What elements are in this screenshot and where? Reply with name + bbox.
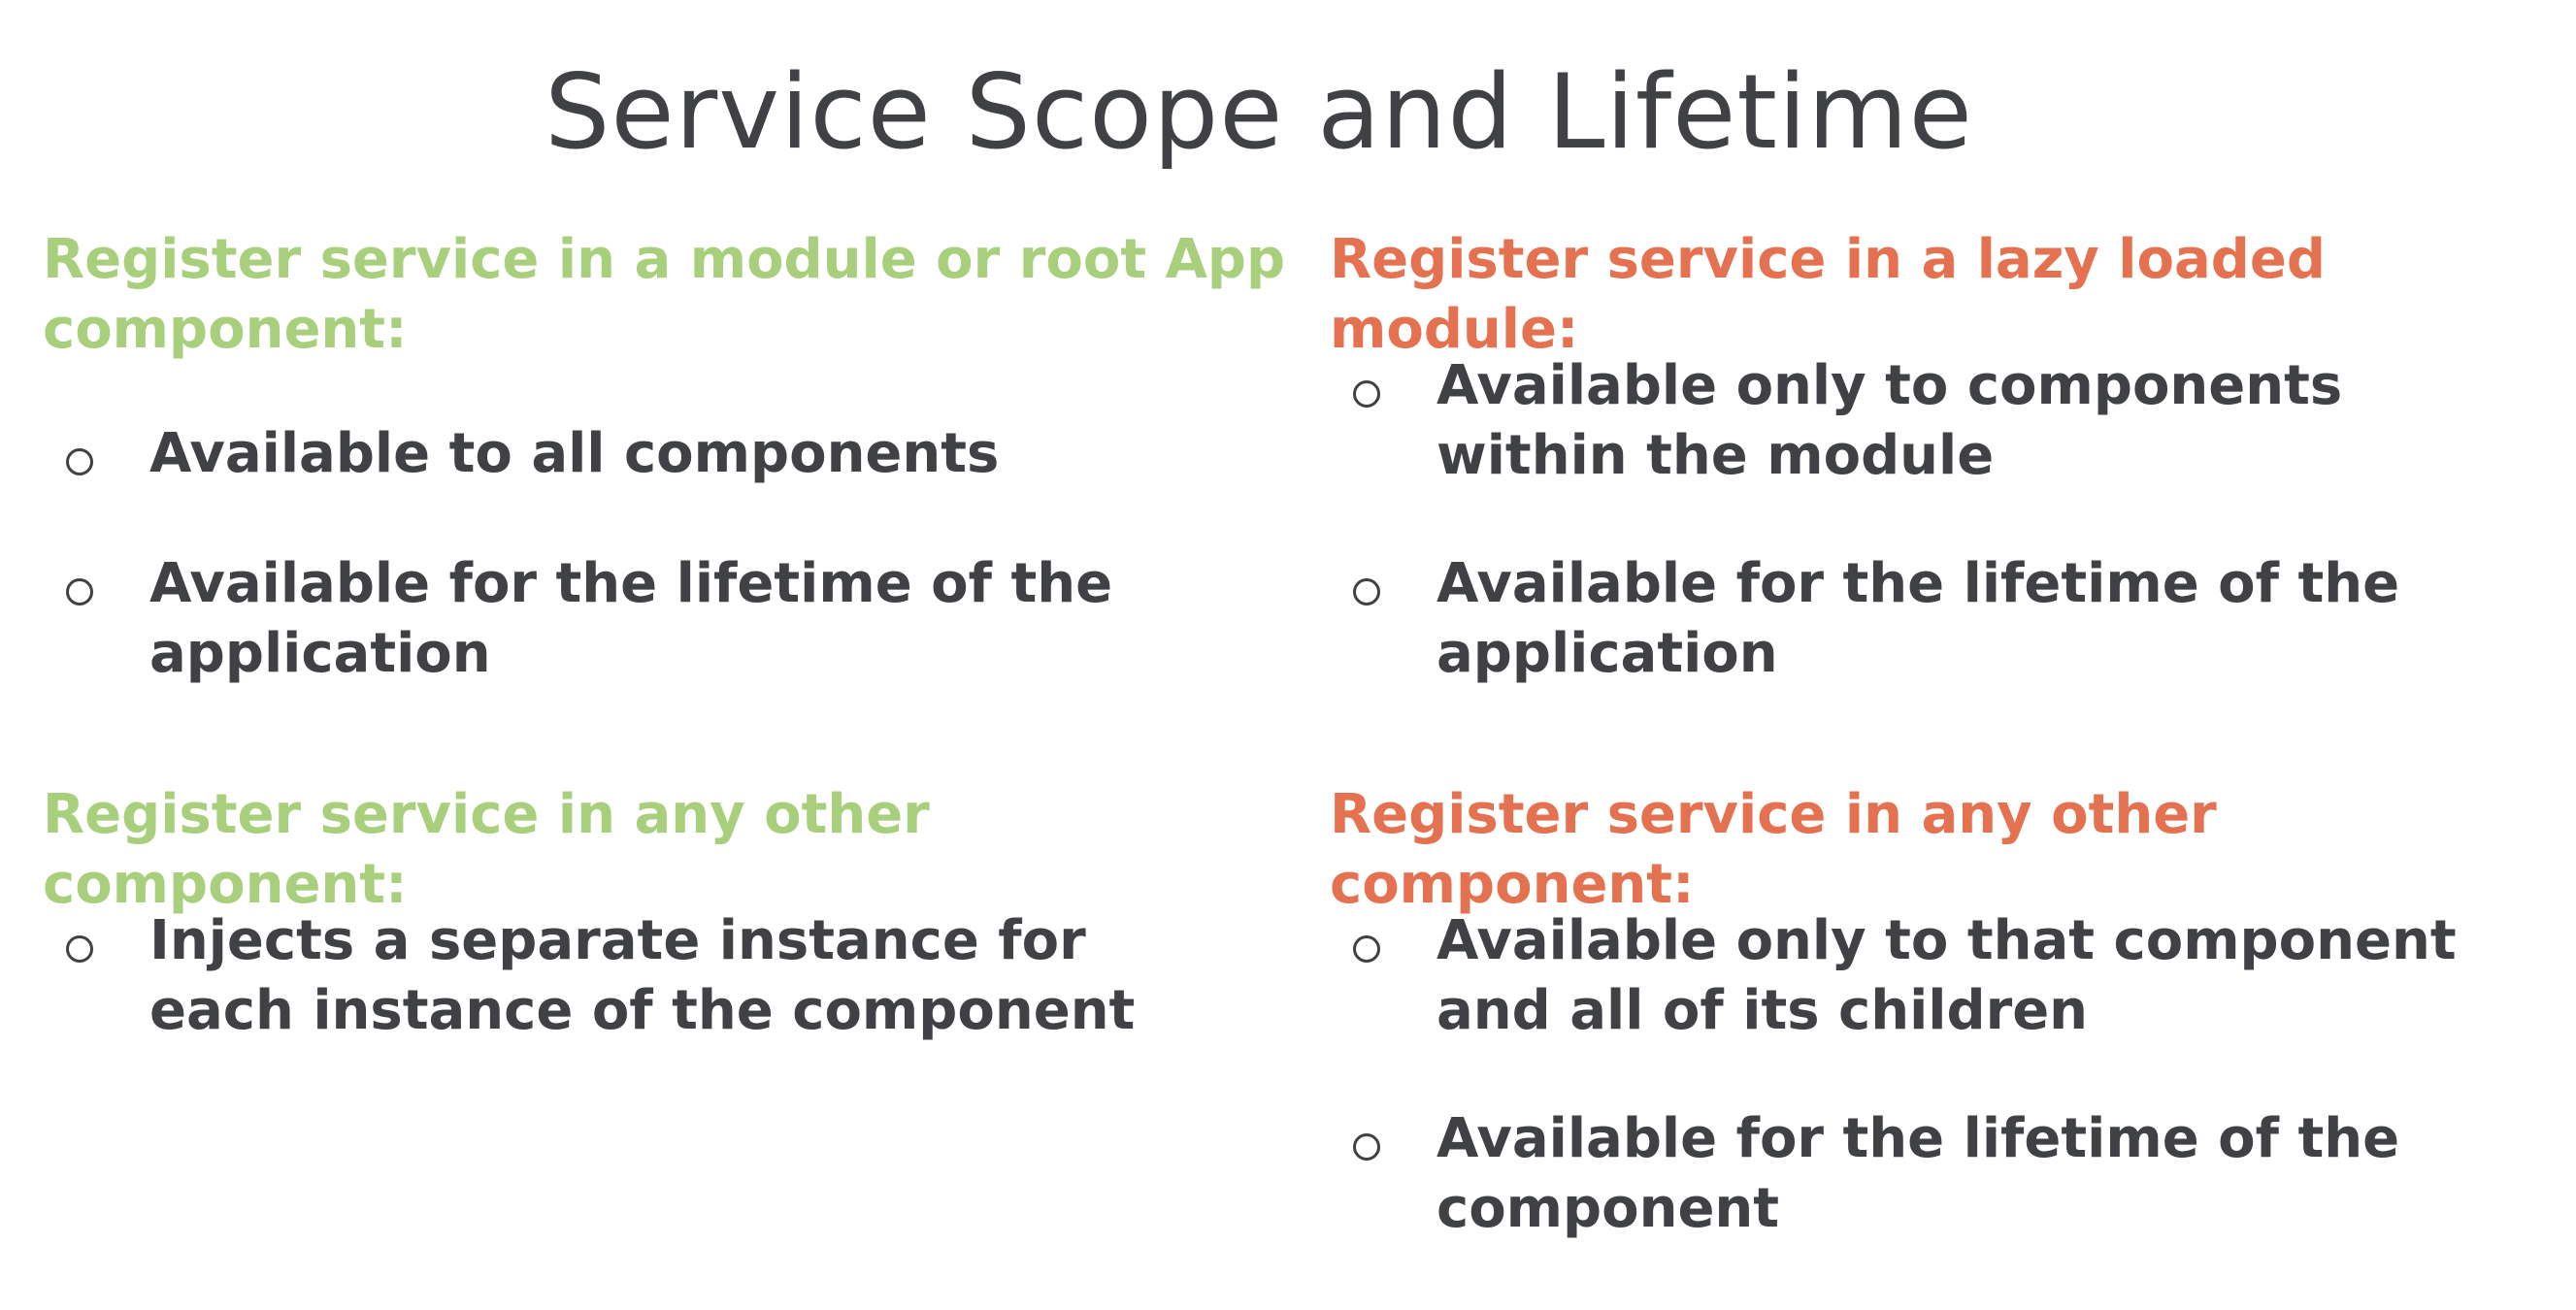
- circle-bullet-icon: [1353, 380, 1380, 408]
- right-section1-heading: Register service in a lazy loaded module…: [1330, 228, 2326, 361]
- circle-bullet-icon: [1353, 1133, 1380, 1161]
- bullet-text: Available for the lifetime of the applic…: [149, 552, 1113, 685]
- circle-bullet-icon: [1353, 935, 1380, 963]
- circle-bullet-icon: [66, 935, 93, 963]
- left-section1-heading: Register service in a module or root App…: [43, 228, 1286, 361]
- page-title: Service Scope and Lifetime: [545, 52, 1973, 172]
- right-section2-heading: Register service in any other component:: [1330, 783, 2217, 916]
- circle-bullet-icon: [66, 448, 93, 475]
- left-section2-heading: Register service in any other component:: [43, 783, 930, 916]
- circle-bullet-icon: [66, 578, 93, 606]
- bullet-text: Available for the lifetime of the applic…: [1437, 552, 2400, 685]
- circle-bullet-icon: [1353, 578, 1380, 606]
- bullet-text: Available for the lifetime of the compon…: [1437, 1107, 2400, 1240]
- bullet-text: Injects a separate instance for each ins…: [149, 909, 1136, 1042]
- bullet-text: Available to all components: [149, 422, 1000, 485]
- bullet-text: Available only to that component and all…: [1437, 909, 2457, 1042]
- bullet-text: Available only to components within the …: [1437, 354, 2343, 487]
